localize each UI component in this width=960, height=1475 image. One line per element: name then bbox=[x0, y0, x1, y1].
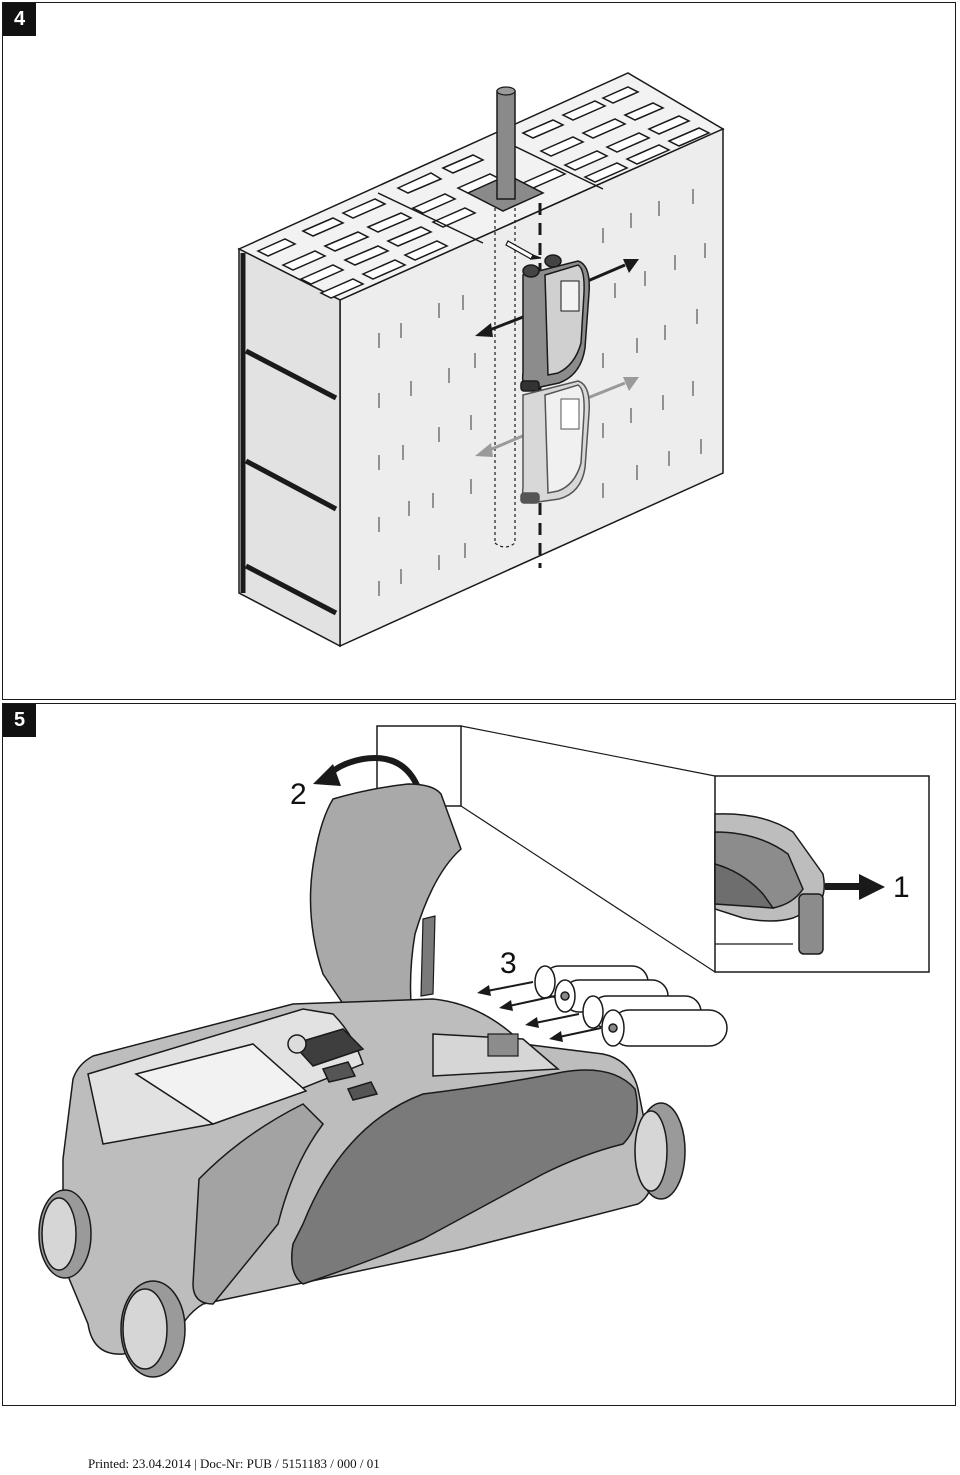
brick-cavities bbox=[256, 86, 711, 299]
wheels bbox=[38, 1102, 686, 1378]
latch-detail bbox=[714, 813, 825, 955]
hidden-pipe-outline bbox=[494, 208, 516, 548]
callout-1: 1 bbox=[893, 871, 910, 904]
side-brick-lines bbox=[240, 253, 338, 616]
print-footer: Printed: 23.04.2014 | Doc-Nr: PUB / 5151… bbox=[88, 1456, 380, 1471]
move-arrows-light bbox=[475, 377, 639, 457]
figure-number-5: 5 bbox=[3, 704, 36, 737]
pencil bbox=[505, 240, 542, 260]
move-arrows-dark bbox=[475, 259, 639, 337]
wall-side-face bbox=[238, 247, 341, 648]
wall-texture bbox=[378, 189, 706, 596]
callout-2: 2 bbox=[290, 778, 307, 811]
detector-lower bbox=[520, 380, 591, 504]
pipe bbox=[496, 90, 516, 200]
battery-4 bbox=[601, 1009, 728, 1047]
figure-4-illustration bbox=[237, 72, 725, 648]
figure-5-panel: 5 bbox=[2, 703, 956, 1406]
batteries bbox=[534, 965, 728, 1047]
arrow-2 bbox=[325, 755, 424, 797]
display-window bbox=[134, 1043, 308, 1125]
detector-upper bbox=[520, 254, 591, 392]
battery-arrows bbox=[477, 981, 602, 1042]
figure-4-panel: 4 bbox=[2, 2, 956, 700]
figure-5-illustration bbox=[38, 725, 930, 1378]
detector-device bbox=[62, 998, 654, 1355]
arrow-1 bbox=[825, 874, 885, 900]
callout-3: 3 bbox=[500, 947, 517, 980]
figure-number-4: 4 bbox=[3, 3, 36, 36]
